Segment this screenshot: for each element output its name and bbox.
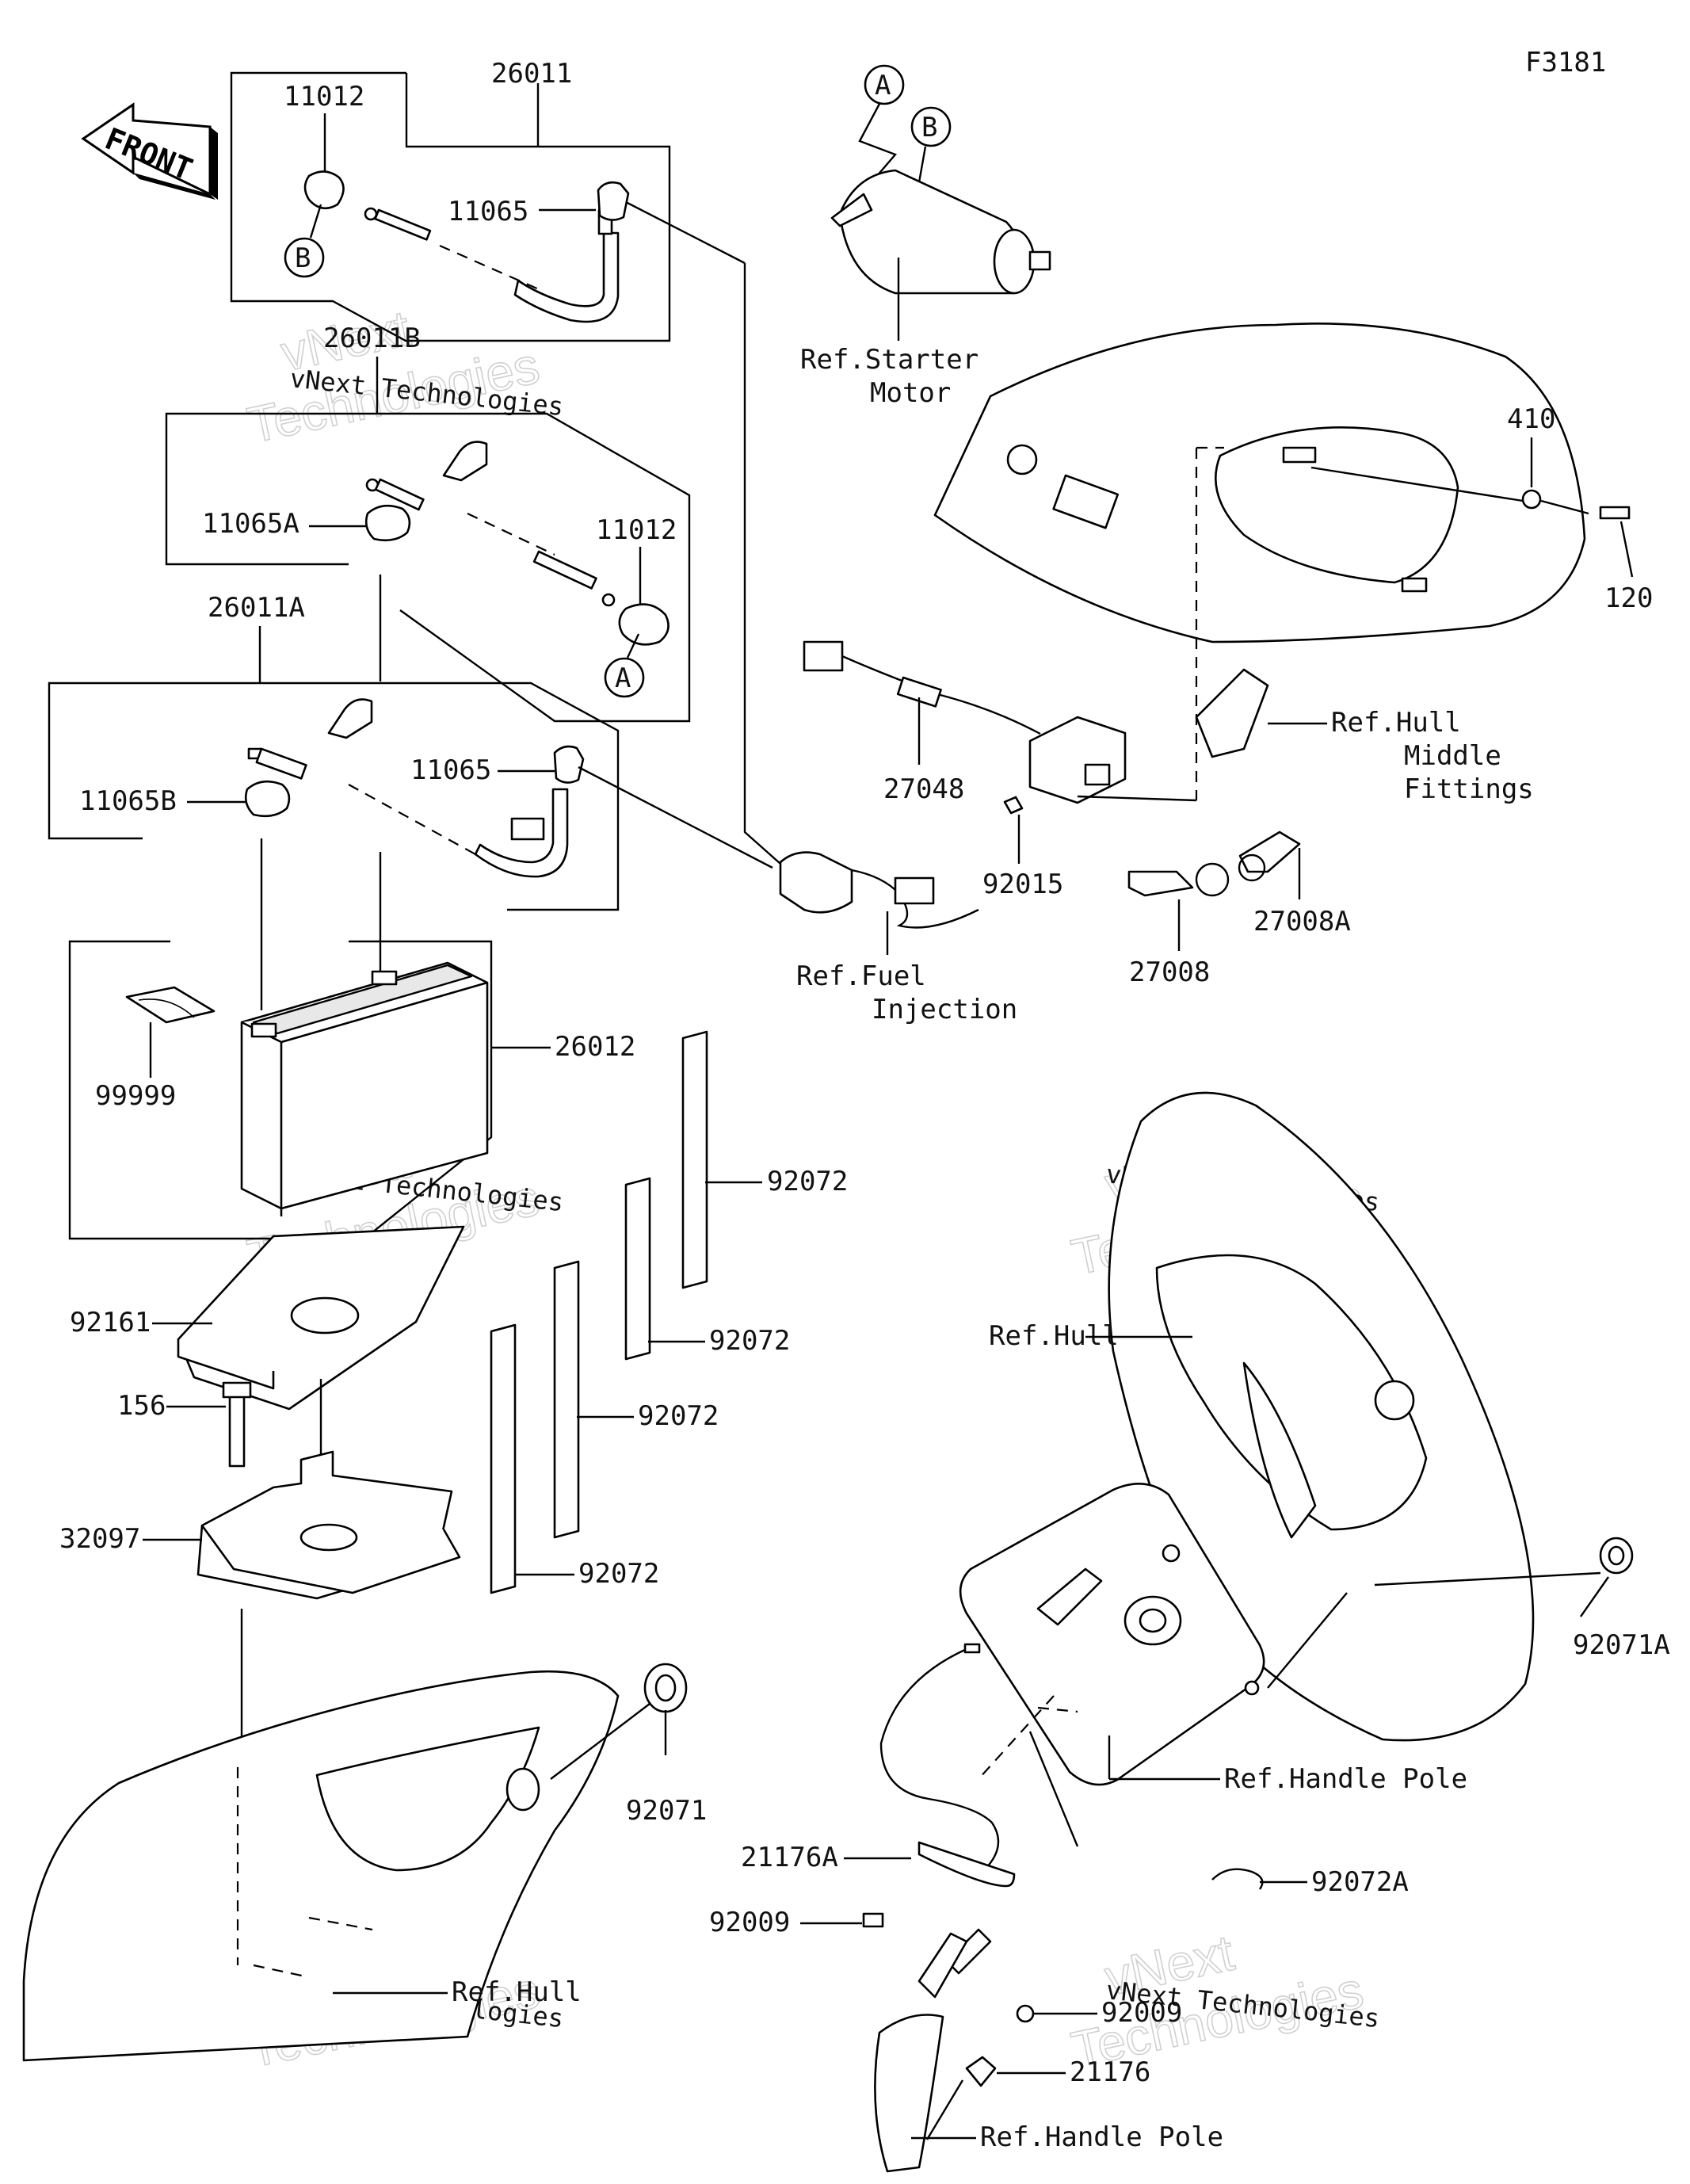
part-label-32097: 32097: [59, 1523, 140, 1555]
kit-26011: 26011 11012 B 11065: [230, 58, 781, 865]
part-label-120: 120: [1604, 582, 1653, 614]
kit-26011A: 26011A 11065 11065B: [48, 575, 773, 1010]
part-label-92009-2: 92009: [1101, 1997, 1182, 2029]
kit-26011B: 26011B 11065A 11012 A: [165, 323, 691, 723]
ref-fuel-line2: Injection: [872, 994, 1017, 1025]
part-label-26012: 26012: [555, 1031, 635, 1063]
hull-middle-fittings: Ref.Hull Middle Fittings 410 120: [933, 323, 1653, 805]
callout-circle-b: [284, 237, 325, 278]
part-label-92009-1: 92009: [709, 1907, 790, 1938]
part-label-21176: 21176: [1070, 2056, 1150, 2088]
part-label-11012-top: 11012: [284, 81, 364, 113]
part-label-27048: 27048: [883, 773, 964, 805]
part-label-26011: 26011: [491, 58, 572, 90]
callout-circle-b: [910, 106, 952, 147]
handle-pole: Ref.Handle Pole 21176A 92009 92009 21176…: [709, 1482, 1467, 2173]
ref-hull-middle-line1: Ref.Hull: [1331, 707, 1461, 739]
battery-26012: 99999 26012: [68, 940, 635, 1240]
part-label-92072-3: 92072: [638, 1400, 719, 1432]
part-label-27008A: 27008A: [1253, 906, 1351, 937]
part-label-11065A: 11065A: [202, 508, 299, 540]
starter-motor: A B Ref.Starter Motor: [800, 64, 1051, 409]
callout-circle-a: [604, 657, 645, 698]
relay-and-keys: 27048 92015 27008 27008A: [803, 640, 1351, 988]
ref-hull-bottom: Ref.Hull: [452, 1976, 582, 2008]
part-label-92072-2: 92072: [709, 1325, 790, 1357]
battery-tray: 92161 156 32097: [59, 1225, 465, 1767]
part-label-27008: 27008: [1129, 956, 1210, 988]
callout-b-label: B: [921, 112, 937, 143]
ref-starter-line2: Motor: [870, 377, 951, 409]
part-label-11065B: 11065B: [79, 785, 177, 817]
part-label-26011B: 26011B: [323, 323, 421, 354]
part-label-92015: 92015: [982, 869, 1063, 900]
callout-a-label: A: [875, 70, 891, 101]
part-label-11012-mid: 11012: [596, 514, 677, 546]
part-label-92161: 92161: [70, 1307, 151, 1338]
ref-hull-middle-line2: Middle: [1404, 740, 1501, 772]
ref-handle-pole-2: Ref.Handle Pole: [980, 2121, 1223, 2153]
part-label-26011A: 26011A: [208, 592, 305, 624]
fuel-injection-connector: Ref.Fuel Injection: [779, 851, 1017, 1025]
part-label-410: 410: [1507, 403, 1555, 435]
ref-starter-line1: Ref.Starter: [800, 344, 979, 376]
part-label-92072-1: 92072: [767, 1166, 848, 1197]
hull-bottom-left: Ref.Hull 92071: [22, 1663, 707, 2062]
part-label-21176A: 21176A: [741, 1842, 838, 1873]
part-label-11065-mid: 11065: [410, 754, 491, 786]
callout-a-label: A: [615, 662, 631, 694]
part-label-92072A: 92072A: [1311, 1866, 1409, 1898]
part-label-92072-4: 92072: [578, 1558, 659, 1590]
straps-92072: 92072 92072 92072 92072: [490, 1030, 848, 1594]
callout-circle-a: [864, 64, 905, 105]
part-label-99999: 99999: [95, 1080, 176, 1112]
callout-b-label: B: [295, 242, 311, 274]
part-label-156: 156: [117, 1390, 166, 1422]
part-label-11065-top: 11065: [448, 196, 528, 227]
ref-fuel-line1: Ref.Fuel: [796, 960, 926, 992]
ref-handle-pole-1: Ref.Handle Pole: [1224, 1763, 1467, 1795]
ref-hull-middle-line3: Fittings: [1404, 773, 1534, 805]
front-arrow-icon: FRONT: [81, 102, 218, 200]
part-label-92071: 92071: [626, 1795, 707, 1827]
figure-code: F3181: [1525, 47, 1606, 78]
part-label-92071A: 92071A: [1573, 1629, 1670, 1661]
